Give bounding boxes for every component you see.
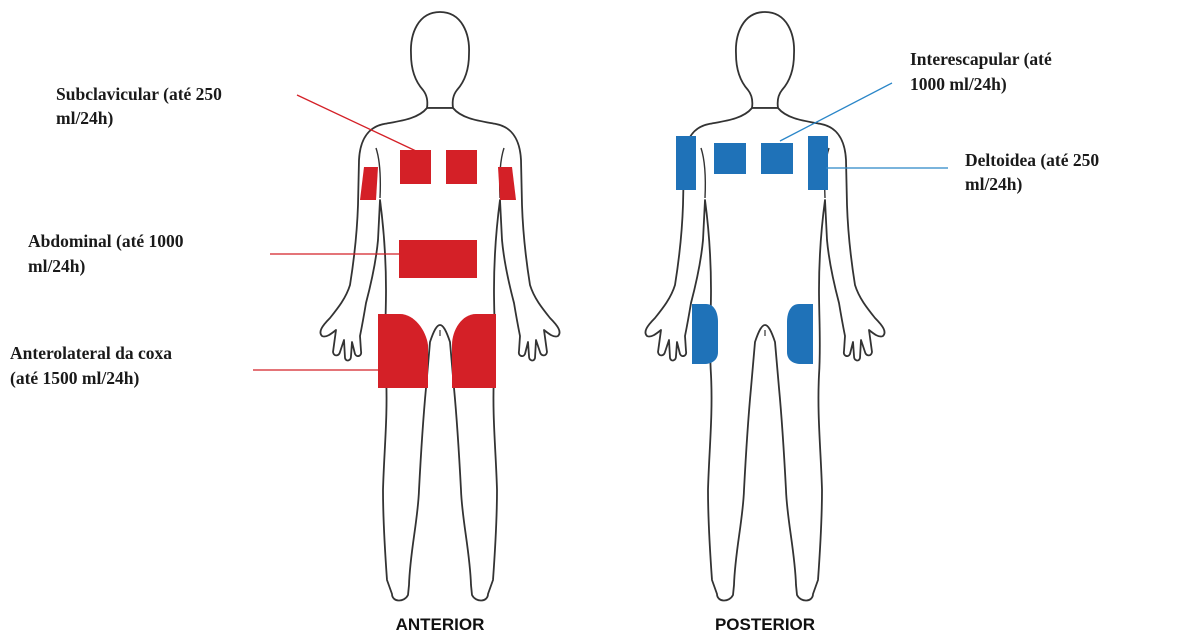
- abdominal-site: [399, 240, 477, 278]
- buttock-left-site: [692, 304, 718, 364]
- deltoid-right-post-site: [808, 136, 828, 190]
- subclavicular-label-line1: Subclavicular (até 250: [56, 84, 222, 104]
- deltoid-left-post-site: [676, 136, 696, 190]
- interescapular-label-line2: 1000 ml/24h): [910, 74, 1007, 94]
- subclavicular-label-line2: ml/24h): [56, 108, 114, 128]
- abdominal-label-line2: ml/24h): [28, 256, 86, 276]
- subclavicular-right-site: [446, 150, 477, 184]
- posterior-figure: [645, 12, 884, 601]
- interscapular-right-site: [761, 143, 793, 174]
- interescapular-label-line1: Interescapular (até: [910, 49, 1052, 69]
- interscapular-left-site: [714, 143, 746, 174]
- deltoidea-label-line1: Deltoidea (até 250: [965, 150, 1099, 170]
- thigh-right-site: [452, 314, 496, 388]
- posterior-caption: POSTERIOR: [715, 615, 815, 634]
- anterolateral-label-line2: (até 1500 ml/24h): [10, 368, 139, 388]
- deltoidea-label-line2: ml/24h): [965, 174, 1023, 194]
- abdominal-label-line1: Abdominal (até 1000: [28, 231, 184, 251]
- anterolateral-label-line1: Anterolateral da coxa: [10, 343, 172, 363]
- subclavicular-left-site: [400, 150, 431, 184]
- anterior-caption: ANTERIOR: [396, 615, 485, 634]
- anterior-figure: [320, 12, 559, 601]
- buttock-right-site: [787, 304, 813, 364]
